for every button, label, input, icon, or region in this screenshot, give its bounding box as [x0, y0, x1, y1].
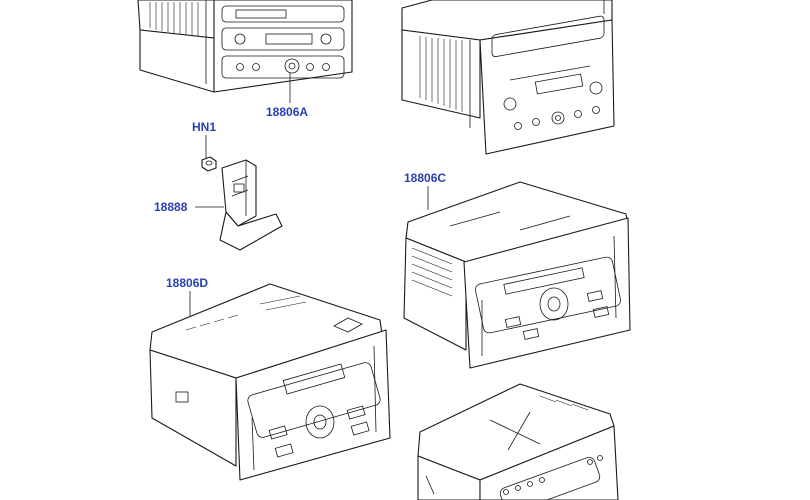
callout-18806a: 18806A — [266, 105, 308, 119]
radio-unit-top-right — [401, 0, 615, 155]
nut-hn1 — [201, 156, 217, 172]
callout-hn1: HN1 — [192, 120, 216, 134]
radio-unit-18806c — [403, 181, 631, 369]
mounting-bracket-18888 — [219, 159, 283, 251]
radio-unit-18806d — [149, 283, 391, 481]
radio-unit-18806a — [137, 0, 353, 93]
callout-18888: 18888 — [154, 200, 188, 214]
radio-unit-bottom-right — [417, 383, 619, 500]
callout-18806d: 18806D — [166, 276, 208, 290]
callout-18806c: 18806C — [404, 171, 446, 185]
